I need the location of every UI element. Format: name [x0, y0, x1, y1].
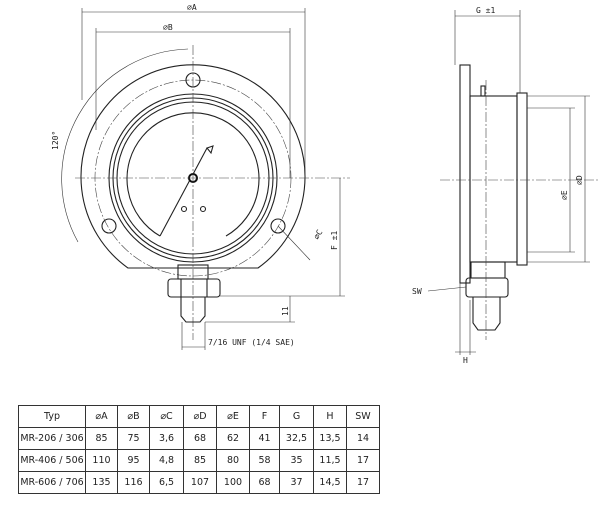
dim-G: G ±1	[476, 6, 495, 15]
mounting-hole-icon	[101, 72, 286, 234]
dim-SW: SW	[412, 287, 422, 296]
side-view: G ±1 ⌀D ⌀E H SW	[412, 6, 600, 365]
dim-F: F ±1	[330, 231, 339, 250]
dim-D: ⌀D	[575, 175, 584, 185]
dim-H: H	[463, 356, 468, 365]
dim-B: ⌀B	[163, 23, 173, 32]
dim-A: ⌀A	[187, 3, 197, 12]
front-view: ⌀A ⌀B 120° ⌀C F ±1 11 7/16 UNF (1/4 SAE)	[51, 3, 350, 350]
technical-drawing: ⌀A ⌀B 120° ⌀C F ±1 11 7/16 UNF (1/4 SAE)…	[51, 3, 600, 365]
dim-angle: 120°	[51, 131, 60, 150]
dim-E: ⌀E	[560, 190, 569, 200]
dim-thread: 7/16 UNF (1/4 SAE)	[208, 338, 295, 347]
dim-C: ⌀C	[312, 228, 325, 241]
dim-11: 11	[281, 306, 290, 316]
